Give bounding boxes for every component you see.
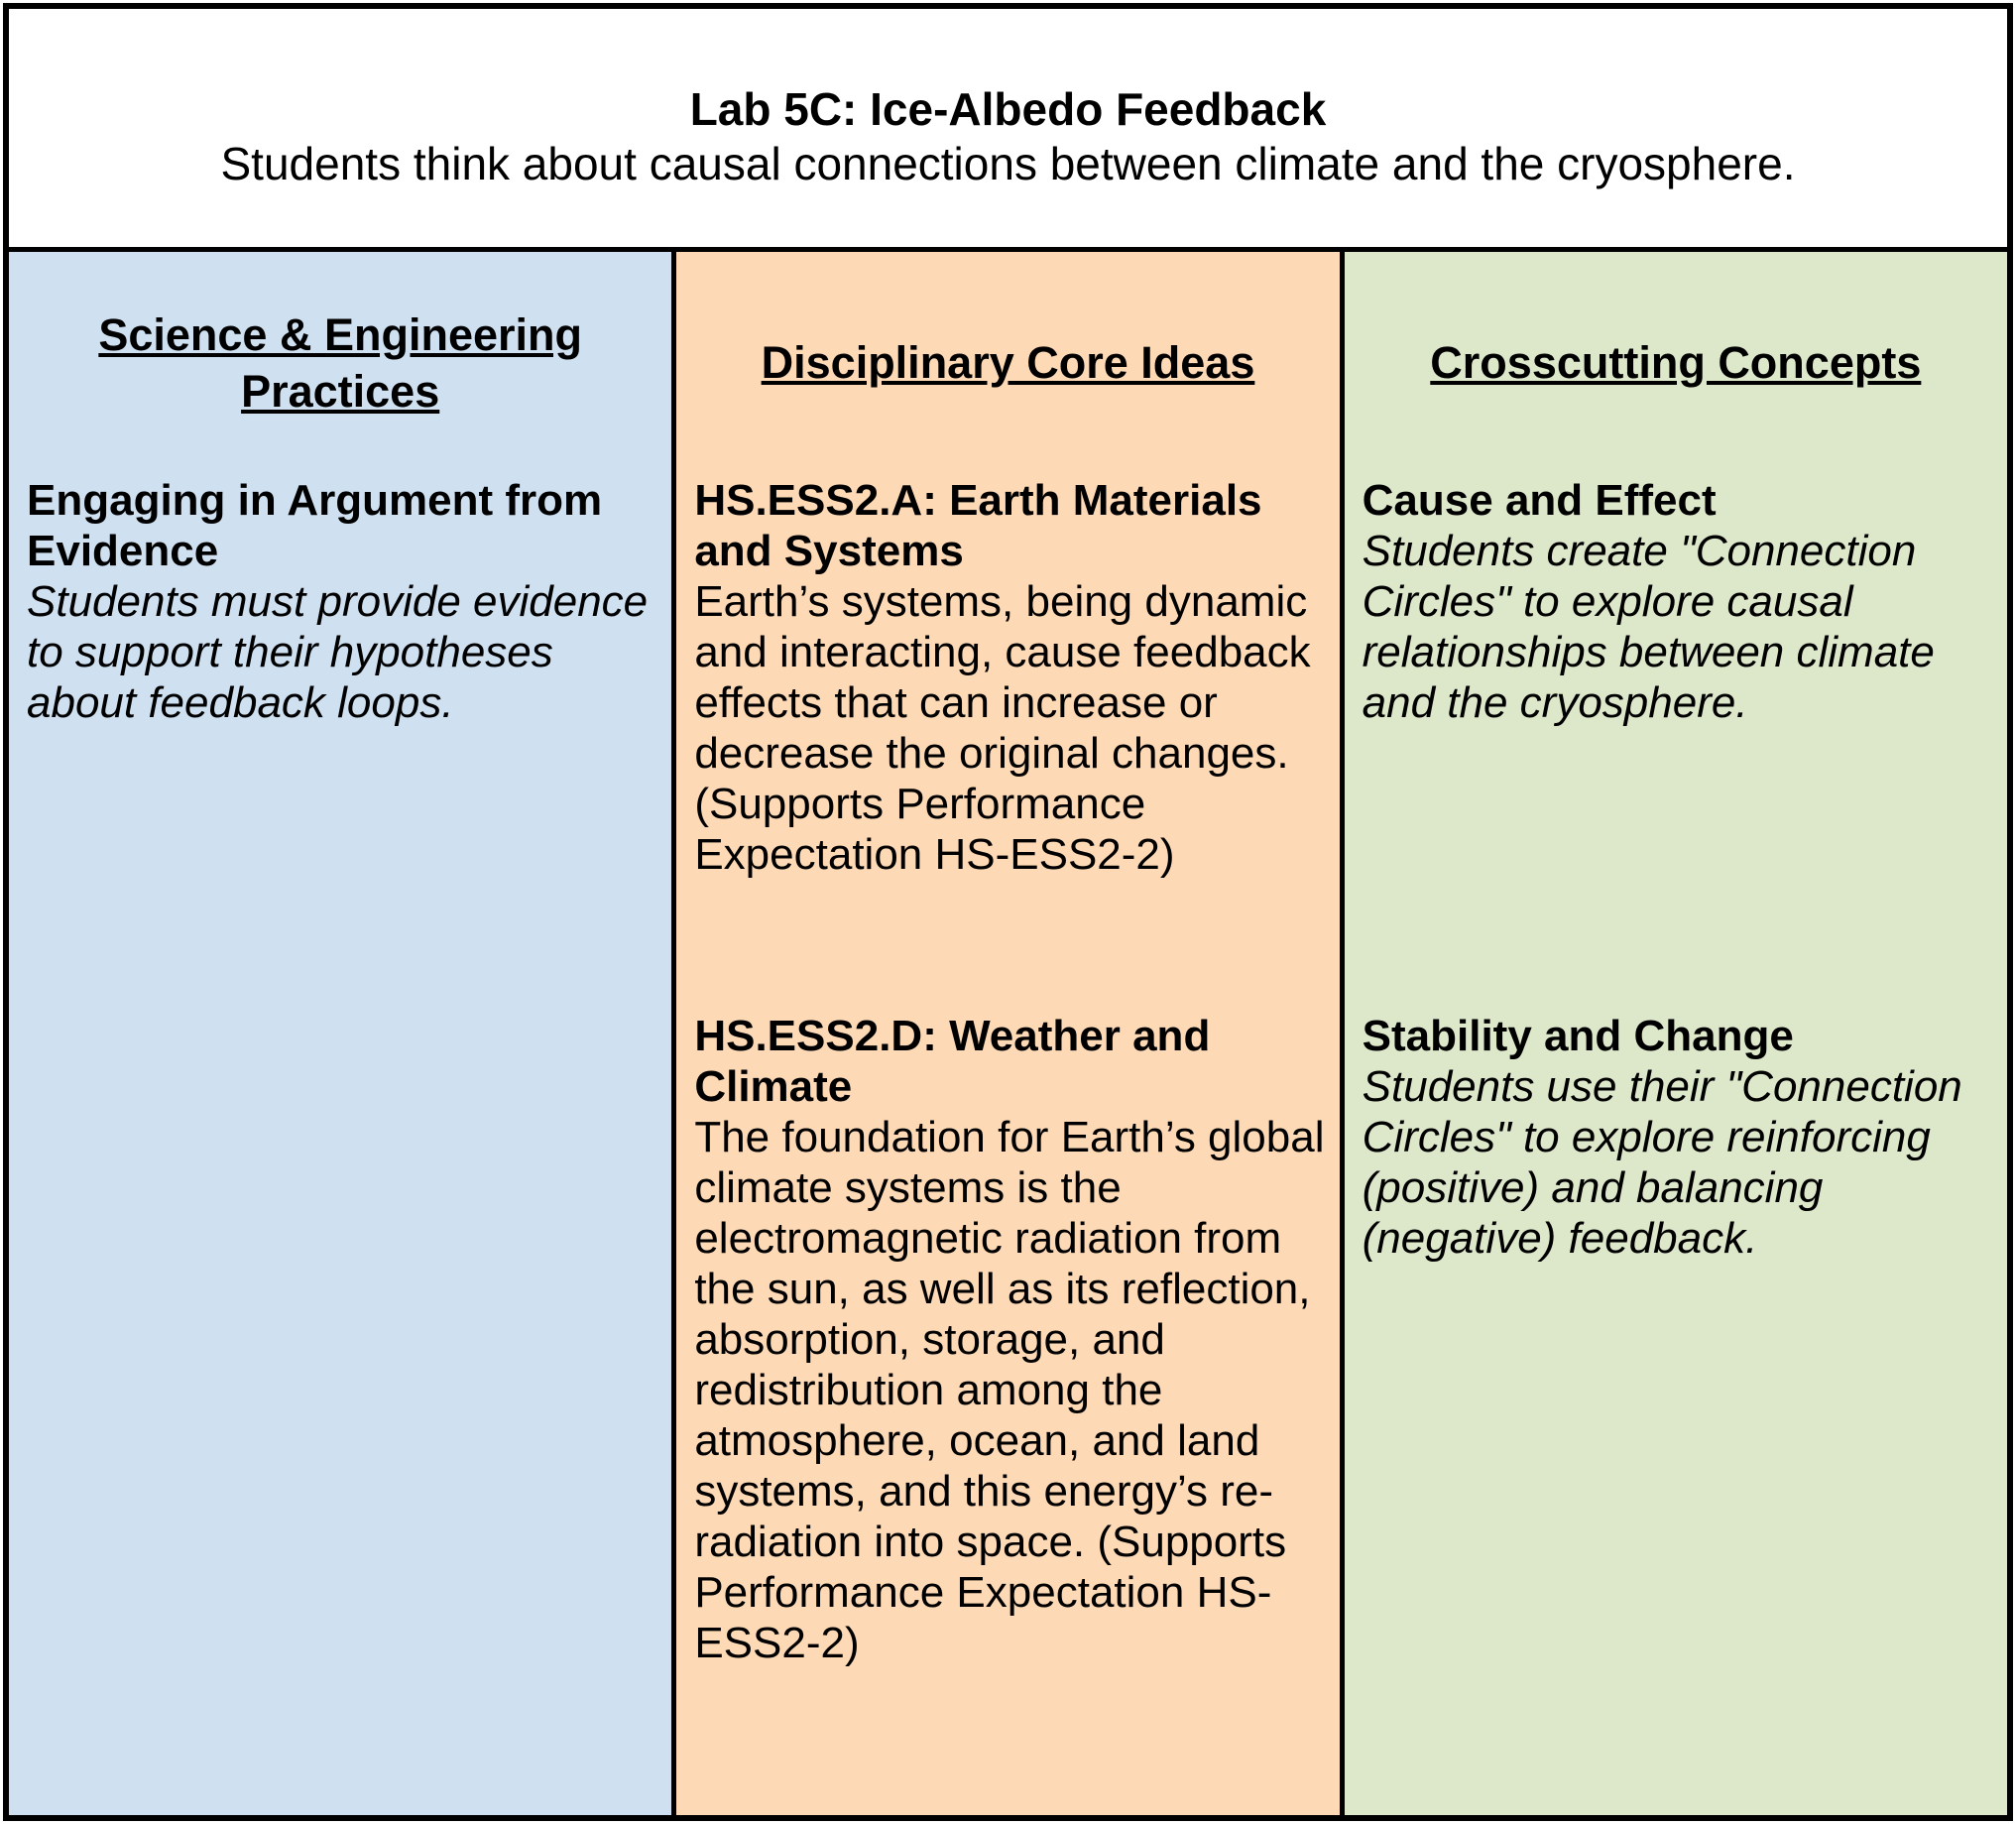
block-body: Students create "Connection Circles" to …	[1362, 527, 1935, 728]
column-body: Engaging in Argument from Evidence Stude…	[9, 475, 671, 1815]
block-body: The foundation for Earth’s global climat…	[694, 1113, 1325, 1668]
block-title: HS.ESS2.D: Weather and Climate	[694, 1012, 1211, 1112]
page-subtitle: Students think about causal connections …	[220, 138, 1796, 189]
column-body: Cause and Effect Students create "Connec…	[1345, 475, 2007, 1815]
block-body: Earth’s systems, being dynamic and inter…	[694, 577, 1311, 880]
column-header: Disciplinary Core Ideas	[676, 252, 1339, 475]
block-body: Students must provide evidence to suppor…	[27, 577, 649, 728]
standards-block: Engaging in Argument from Evidence Stude…	[27, 475, 659, 1011]
column-header: Science & Engineering Practices	[9, 252, 671, 475]
column-body: HS.ESS2.A: Earth Materials and Systems E…	[676, 475, 1339, 1815]
block-body: Students use their "Connection Circles" …	[1362, 1062, 1962, 1264]
block-title: HS.ESS2.A: Earth Materials and Systems	[694, 476, 1262, 576]
column-heading-text: Science & Engineering Practices	[98, 309, 582, 417]
standards-block: HS.ESS2.D: Weather and Climate The found…	[694, 1011, 1327, 1668]
column-heading-text: Disciplinary Core Ideas	[761, 337, 1255, 389]
block-title: Engaging in Argument from Evidence	[27, 476, 603, 576]
column-science-engineering-practices: Science & Engineering Practices Engaging…	[9, 252, 672, 1815]
outer-frame: Lab 5C: Ice-Albedo Feedback Students thi…	[3, 3, 2013, 1821]
column-header: Crosscutting Concepts	[1345, 252, 2007, 475]
column-crosscutting-concepts: Crosscutting Concepts Cause and Effect S…	[1339, 252, 2007, 1815]
standards-block: Cause and Effect Students create "Connec…	[1363, 475, 1995, 1011]
standards-table: Science & Engineering Practices Engaging…	[9, 252, 2007, 1815]
column-heading-text: Crosscutting Concepts	[1430, 337, 1922, 389]
block-title: Cause and Effect	[1362, 476, 1717, 525]
block-title: Stability and Change	[1362, 1012, 1794, 1060]
header-banner: Lab 5C: Ice-Albedo Feedback Students thi…	[9, 9, 2007, 252]
page-title: Lab 5C: Ice-Albedo Feedback	[689, 82, 1327, 135]
standards-block: Stability and Change Students use their …	[1363, 1011, 1995, 1264]
standards-block: HS.ESS2.A: Earth Materials and Systems E…	[694, 475, 1327, 1011]
column-disciplinary-core-ideas: Disciplinary Core Ideas HS.ESS2.A: Earth…	[671, 252, 1340, 1815]
